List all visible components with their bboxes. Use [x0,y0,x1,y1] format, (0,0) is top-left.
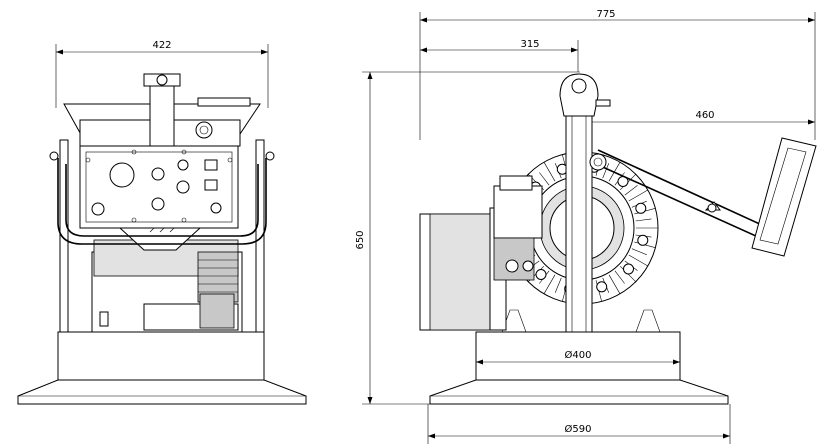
dimension-inner-diameter: Ø400 [476,349,680,365]
blower-fin [602,163,610,179]
blower-bolt [535,269,547,280]
blower-fin [543,162,556,182]
blower-bolt [637,234,649,246]
blower-bolt [635,202,647,214]
dimension-height: 650 [355,71,580,405]
blower-fin [539,172,550,186]
blower-fin [624,185,638,196]
blower-bolt [596,281,608,293]
dimension-pivot-offset: 315 [420,39,579,72]
dim-label-outer-diameter: Ø590 [565,423,592,435]
blower-bolt [623,263,634,275]
dimension-front-width: 422 [55,40,269,108]
dimension-outer-diameter: Ø590 [427,404,731,444]
side-handle-grip [751,137,817,257]
blower-fin [614,270,625,284]
blower-fin [554,277,562,293]
front-lower-machinery [91,239,243,333]
blower-fin [628,189,648,202]
side-base [429,309,729,405]
side-motor [419,207,507,331]
blower-fin [631,248,647,256]
front-lifting-eye [143,73,181,151]
dim-label-handle-offset: 460 [695,110,714,121]
front-control-panel [79,145,239,229]
front-left-post [59,139,69,333]
dim-label-height: 650 [355,230,366,249]
dim-label-inner-diameter: Ø400 [565,349,592,361]
front-base [17,331,307,405]
dim-label-pivot-offset: 315 [520,39,539,50]
front-right-post [255,139,265,333]
front-handle [49,151,275,245]
side-view: 775 315 460 650 [355,9,817,444]
dim-label-overall-length: 775 [596,9,615,20]
front-view: 422 [17,40,307,405]
blower-fin [608,274,621,294]
blower-fin [635,218,652,222]
dimension-overall-length: 775 [419,9,816,140]
blower-fin [543,274,556,294]
dimension-handle-offset: 460 [578,110,815,125]
blower-fin [628,254,648,267]
side-mast [559,73,611,333]
dim-label-front-width: 422 [152,40,171,51]
side-gearbox [493,175,543,281]
